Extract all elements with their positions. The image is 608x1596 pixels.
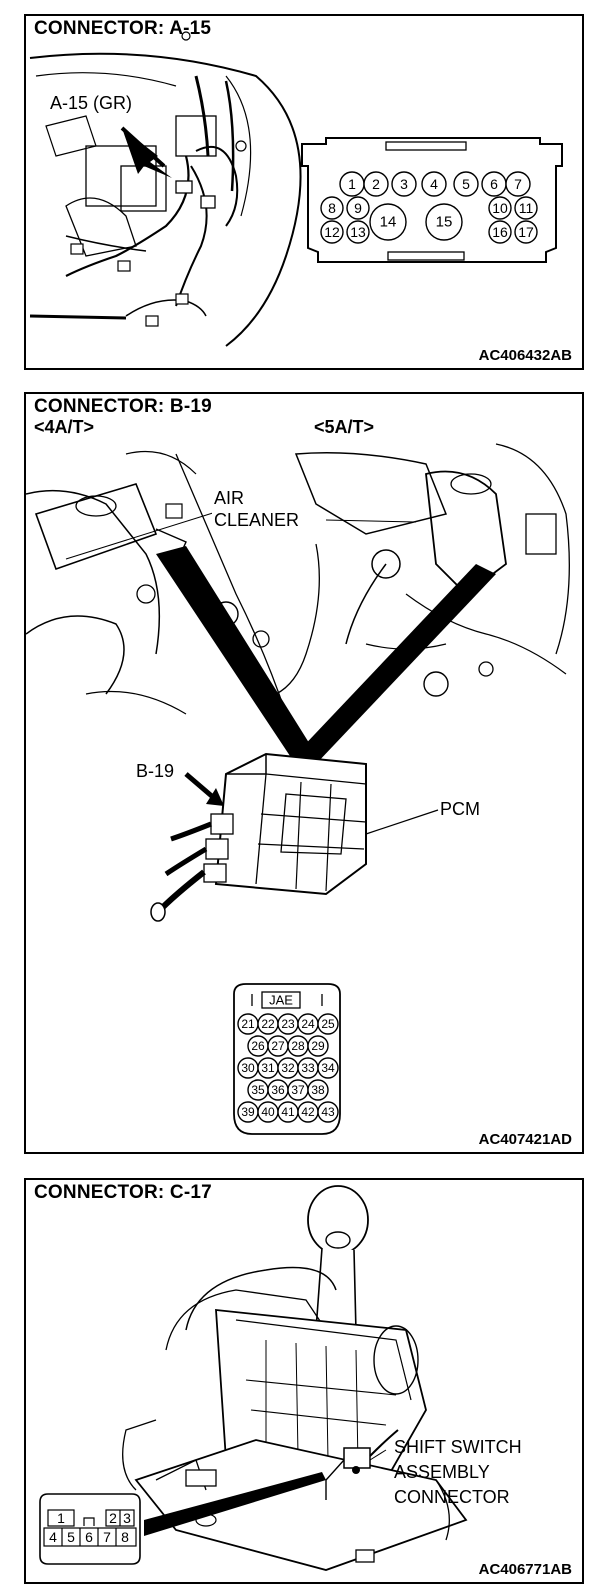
connector-face-b19: JAE 21 22 23 24 25 26 27 28 29 30 31 32 33 34 35 36 37 38… xyxy=(233,983,341,1135)
pin-number: 28 xyxy=(291,1039,305,1053)
pcm-connector-callout-label: B-19 xyxy=(136,761,175,781)
pin-number: 22 xyxy=(261,1017,275,1031)
pin-number: 25 xyxy=(321,1017,335,1031)
pin-number: 10 xyxy=(492,200,508,216)
pin-number: 2 xyxy=(109,1510,117,1526)
pin-number: 43 xyxy=(321,1105,335,1119)
variant-label-5at: <5A/T> xyxy=(314,417,375,437)
pin-number: 5 xyxy=(67,1529,75,1545)
pin-number: 12 xyxy=(324,224,340,240)
pin-circle xyxy=(453,171,479,197)
pin-number: 2 xyxy=(372,176,380,192)
pin-number: 1 xyxy=(348,176,356,192)
pin-number: 8 xyxy=(121,1529,129,1545)
variant-label-4at: <4A/T> xyxy=(34,417,95,437)
pin-number: 27 xyxy=(271,1039,285,1053)
figure-code: AC406432AB xyxy=(478,347,572,364)
pin-number: 34 xyxy=(321,1061,335,1075)
air-cleaner-label-line2: CLEANER xyxy=(212,510,302,530)
pin-number: 32 xyxy=(281,1061,295,1075)
pin-number: 14 xyxy=(380,214,397,231)
pin-number: 29 xyxy=(311,1039,325,1053)
pin-number: 26 xyxy=(251,1039,265,1053)
pin-circle xyxy=(307,1035,329,1057)
pin-circle xyxy=(317,1101,339,1123)
connector-callout-label: A-15 (GR) xyxy=(48,93,135,113)
pin-number: 30 xyxy=(241,1061,255,1075)
pin-number: 33 xyxy=(301,1061,315,1075)
pin-number: 36 xyxy=(271,1083,285,1097)
pin-number: 3 xyxy=(400,176,408,192)
air-cleaner-label-line1: AIR xyxy=(212,488,247,508)
figure-code: AC406771AB xyxy=(478,1561,572,1578)
pin-number: 21 xyxy=(241,1017,255,1031)
panel-title: CONNECTOR: B-19 xyxy=(34,396,212,417)
engine-bay-illustration-b19: JAE 21 22 23 24 25 26 27 28 29 30 31 32 33 34 35 36 37 38… xyxy=(26,443,570,1135)
pin-circle xyxy=(421,171,447,197)
pin-circle xyxy=(514,220,538,244)
pin-circle xyxy=(505,171,531,197)
pin-circle xyxy=(488,196,512,220)
pin-number: 9 xyxy=(354,200,362,216)
pin-number: 3 xyxy=(123,1510,131,1526)
pin-number: 6 xyxy=(490,176,498,192)
panel-title: CONNECTOR: C-17 xyxy=(34,1182,212,1203)
pin-circle xyxy=(425,203,463,241)
pin-number: 4 xyxy=(49,1529,57,1545)
pin-number: 7 xyxy=(514,176,522,192)
figure-code: AC407421AD xyxy=(478,1131,572,1148)
pin-number: 31 xyxy=(261,1061,275,1075)
pcm-module xyxy=(150,752,367,922)
pin-number: 4 xyxy=(430,176,438,192)
pin-number: 23 xyxy=(281,1017,295,1031)
pin-circle xyxy=(320,196,344,220)
pin-number: 5 xyxy=(462,176,470,192)
pin-number: 1 xyxy=(57,1510,65,1526)
shift-switch-label-line2: ASSEMBLY xyxy=(394,1462,490,1482)
pin-circle xyxy=(307,1079,329,1101)
pin-number: 24 xyxy=(301,1017,315,1031)
pin-number: 37 xyxy=(291,1083,305,1097)
pin-number: 17 xyxy=(518,224,534,240)
pin-number: 6 xyxy=(85,1529,93,1545)
pin-number: 11 xyxy=(519,200,534,216)
pin-circle xyxy=(488,220,512,244)
pin-circle xyxy=(317,1057,339,1079)
pin-circle xyxy=(391,171,417,197)
pin-circle xyxy=(363,171,389,197)
pin-circle xyxy=(346,220,370,244)
pin-circle xyxy=(346,196,370,220)
pin-circle xyxy=(369,203,407,241)
panel-b19: JAE 21 22 23 24 25 26 27 28 29 30 31 32 33 34 35 36 37 38… xyxy=(24,392,584,1154)
panel-title: CONNECTOR: A-15 xyxy=(34,18,212,39)
connector-maker-label: JAE xyxy=(269,993,293,1008)
pin-number: 7 xyxy=(103,1529,111,1545)
pin-number: 15 xyxy=(436,214,453,231)
pin-circle xyxy=(514,196,538,220)
pin-number: 38 xyxy=(311,1083,325,1097)
pin-number: 35 xyxy=(251,1083,265,1097)
pin-number: 42 xyxy=(301,1105,315,1119)
pin-number: 39 xyxy=(241,1105,255,1119)
pin-number: 13 xyxy=(350,224,366,240)
pin-circle xyxy=(317,1013,339,1035)
pin-number: 41 xyxy=(281,1105,295,1119)
pin-number: 40 xyxy=(261,1105,275,1119)
shift-switch-label-line1: SHIFT SWITCH xyxy=(394,1437,522,1457)
pcm-label: PCM xyxy=(440,799,480,819)
shift-switch-label-line3: CONNECTOR xyxy=(394,1487,510,1507)
pin-number: 8 xyxy=(328,200,336,216)
pin-circle xyxy=(320,220,344,244)
pin-number: 16 xyxy=(492,224,508,240)
